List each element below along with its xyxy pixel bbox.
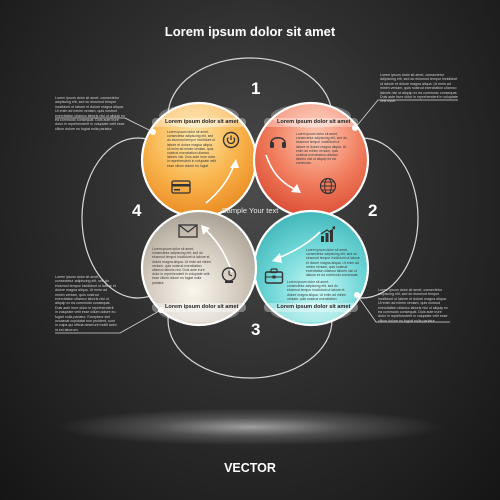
briefcase-icon <box>264 268 284 284</box>
power-icon <box>222 131 240 149</box>
step-number-2: 2 <box>368 201 378 220</box>
page-title: Lorem ipsum dolor sit amet <box>164 24 336 39</box>
circle-1-heading: Lorem ipsum dolor sit amet <box>165 119 239 125</box>
clock-icon <box>221 267 237 283</box>
step-number-1: 1 <box>251 79 261 98</box>
center-label: Sample Your text <box>221 206 279 215</box>
side-text-bottom-right: Lorem ipsum dolor sit amet, consectetur … <box>378 288 448 323</box>
envelope-icon <box>178 224 198 238</box>
circle-2-body: Lorem ipsum dolor sit amet, consectetur … <box>296 132 347 166</box>
step-number-3: 3 <box>251 320 261 339</box>
circle-3-heading: Lorem ipsum dolor sit amet <box>277 304 351 310</box>
credit-card-icon <box>171 180 191 194</box>
side-text-top-right: Lorem ipsum dolor sit amet, consectetur … <box>380 73 458 104</box>
step-number-4: 4 <box>132 201 142 220</box>
circle-4-body: Lorem ipsum dolor sit amet, consectetur … <box>152 247 211 285</box>
headset-icon <box>270 137 286 148</box>
circle-3-body: Lorem ipsum dolor sit amet, consectetur … <box>306 248 360 276</box>
bar-chart-icon <box>320 226 336 242</box>
side-text-top-left: Lorem ipsum dolor sit amet, consectetur … <box>55 96 125 131</box>
globe-icon <box>319 177 337 195</box>
circle-2-heading: Lorem ipsum dolor sit amet <box>277 119 351 125</box>
side-text-bottom-left: Lorem ipsum dolor sit amet, consectetur … <box>55 275 117 332</box>
floor-glow <box>55 408 445 446</box>
circle-4-heading: Lorem ipsum dolor sit amet <box>165 304 239 310</box>
circle-3-body-2: Lorem ipsum dolor sit amet, consectetur … <box>287 280 346 300</box>
footer-vector-label: VECTOR <box>224 461 276 475</box>
circle-1-body: Lorem ipsum dolor sit amet, consectetur … <box>167 130 217 168</box>
